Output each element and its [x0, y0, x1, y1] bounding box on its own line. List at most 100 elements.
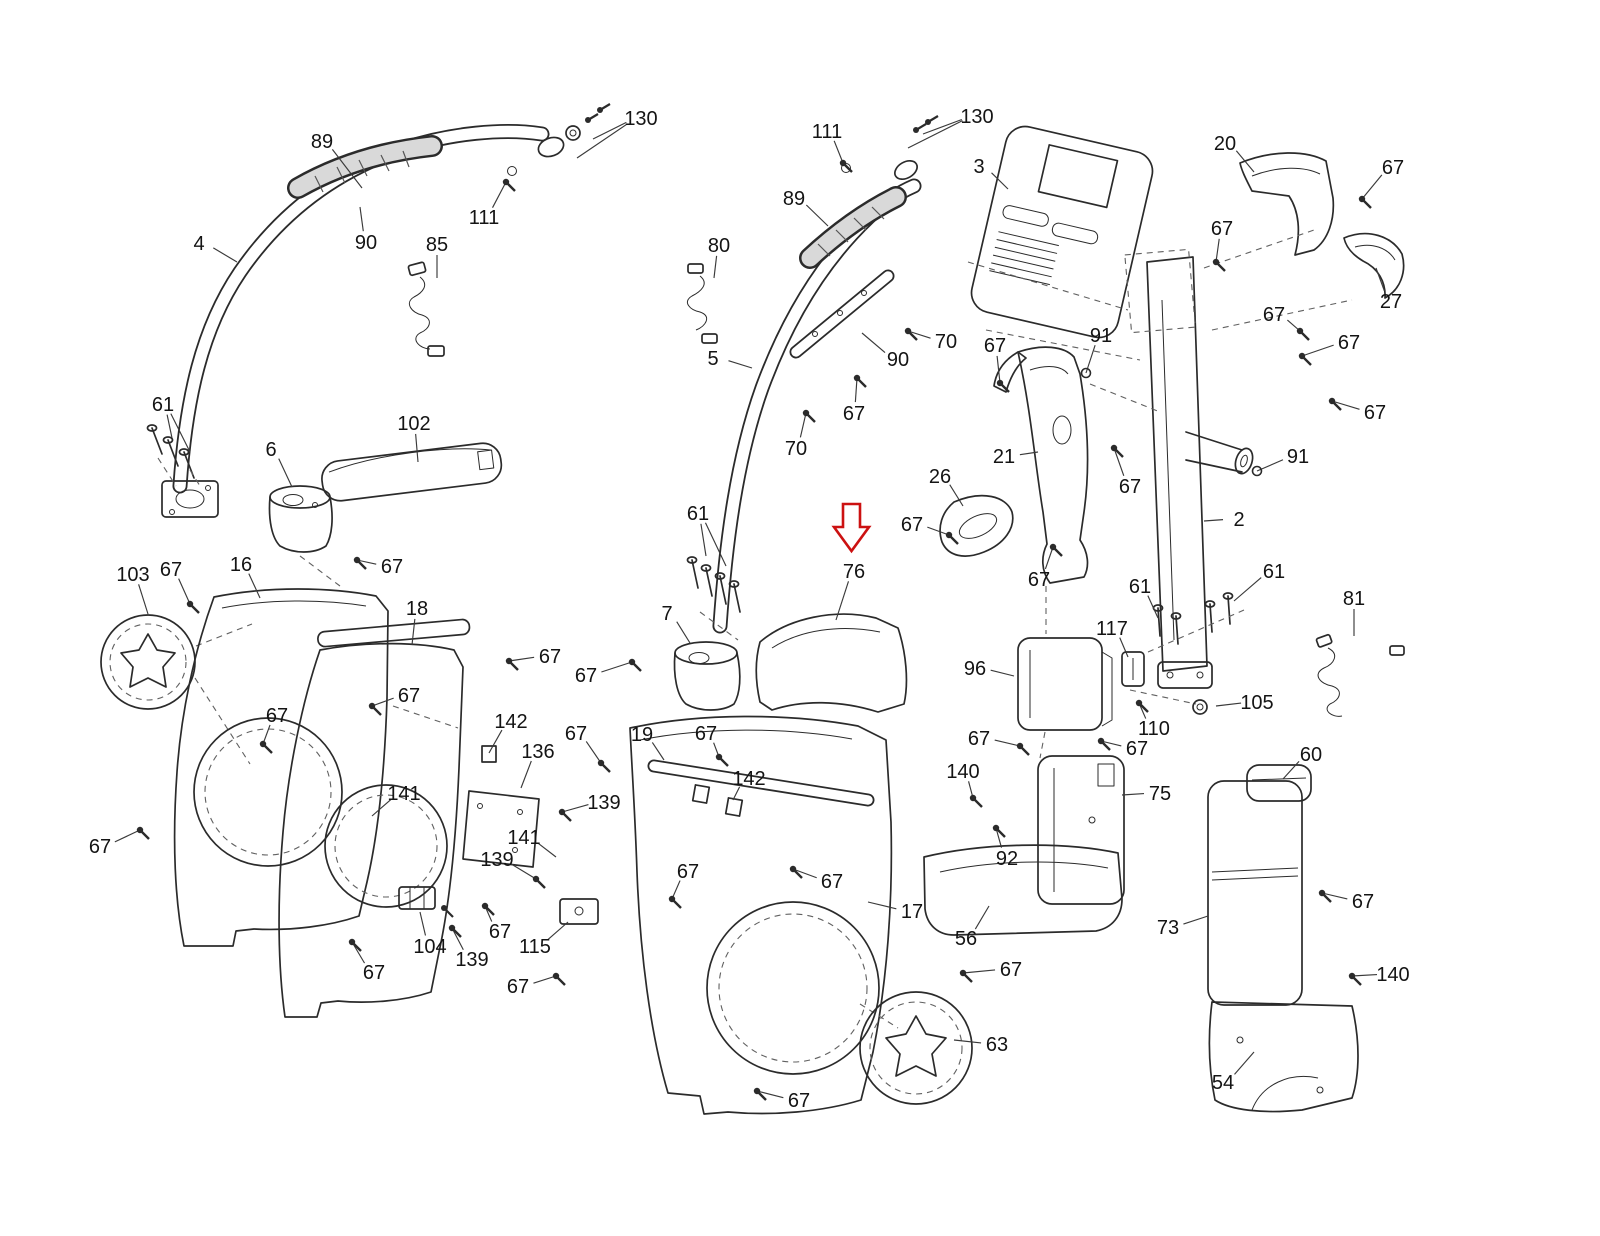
leader-line — [356, 559, 377, 565]
cap-6 — [268, 485, 333, 553]
leader-line — [138, 584, 149, 615]
wire-81 — [1315, 633, 1405, 717]
part-label-139: 139 — [587, 792, 620, 814]
leader-line — [248, 573, 261, 599]
part-label-67: 67 — [968, 728, 990, 750]
cap-60 — [1246, 764, 1312, 802]
screw-icon — [532, 875, 546, 889]
part-label-67: 67 — [1352, 891, 1374, 913]
screw-icon — [502, 178, 516, 192]
part-label-56: 56 — [955, 928, 977, 950]
part-label-67: 67 — [1000, 959, 1022, 981]
part-label-3: 3 — [973, 156, 984, 178]
leader-line — [1121, 793, 1145, 796]
bolt-icon — [686, 556, 741, 613]
part-label-105: 105 — [1240, 692, 1273, 714]
screw-icon — [853, 374, 867, 388]
part-label-67: 67 — [565, 723, 587, 745]
screw-icon — [136, 826, 150, 840]
part-label-81: 81 — [1343, 588, 1365, 610]
part-label-130: 130 — [960, 106, 993, 128]
part-label-2: 2 — [1233, 509, 1244, 531]
screw-icon — [368, 702, 382, 716]
leader-line — [170, 413, 191, 453]
part-label-111: 111 — [469, 207, 499, 229]
leader-line — [278, 458, 293, 488]
leader-line — [1234, 1051, 1255, 1075]
leader-line — [371, 798, 392, 817]
screw-icon — [904, 327, 918, 341]
shield-panel-16 — [173, 588, 389, 947]
part-label-5: 5 — [707, 348, 718, 370]
bracket-20 — [1239, 152, 1335, 256]
part-label-89: 89 — [783, 188, 805, 210]
screw-icon — [959, 969, 973, 983]
part-label-102: 102 — [397, 413, 430, 435]
leader-line — [262, 724, 271, 745]
part-label-91: 91 — [1287, 446, 1309, 468]
screw-icon — [558, 808, 572, 822]
leader-line — [359, 206, 364, 232]
part-label-16: 16 — [230, 554, 252, 576]
leader-line — [411, 618, 416, 646]
leader-line — [651, 742, 665, 761]
leader-line — [833, 140, 844, 164]
leader-line — [492, 181, 507, 208]
leader-line — [451, 927, 464, 951]
screw-icon — [1097, 737, 1111, 751]
part-label-7: 7 — [661, 603, 672, 625]
part-label-61: 61 — [1129, 576, 1151, 598]
leader-line — [1321, 892, 1348, 900]
leader-line — [991, 172, 1009, 190]
part-label-67: 67 — [901, 514, 923, 536]
cap-7 — [673, 641, 741, 711]
leader-line — [1215, 238, 1220, 263]
screw-icon — [628, 658, 642, 672]
part-label-4: 4 — [193, 233, 204, 255]
part-label-141: 141 — [387, 783, 420, 805]
left-handlebar-assembly — [146, 103, 611, 518]
screw-icon — [753, 1087, 767, 1101]
part-label-140: 140 — [1376, 964, 1409, 986]
leader-line — [561, 803, 589, 813]
part-label-67: 67 — [89, 836, 111, 858]
leader-line — [867, 901, 897, 910]
leader-line — [995, 827, 1003, 848]
pedal-bracket-21 — [993, 346, 1089, 584]
leader-line — [676, 621, 691, 644]
leader-line — [922, 118, 963, 135]
screw-icon — [1212, 258, 1226, 272]
part-label-67: 67 — [363, 962, 385, 984]
screw-icon — [259, 740, 273, 754]
screw-icon — [802, 409, 816, 423]
shield-panel-17 — [629, 715, 899, 1115]
part-label-67: 67 — [398, 685, 420, 707]
part-label-96: 96 — [964, 658, 986, 680]
leader-line — [728, 360, 753, 369]
screw-icon — [597, 759, 611, 773]
leader-line — [1361, 174, 1383, 200]
part-label-136: 136 — [521, 741, 554, 763]
part-label-70: 70 — [785, 438, 807, 460]
leader-line — [488, 729, 503, 754]
part-label-67: 67 — [1338, 332, 1360, 354]
leader-line — [547, 921, 569, 940]
bracket-115 — [559, 898, 599, 925]
leader-line — [1233, 577, 1262, 602]
shield-top-cover-76 — [755, 613, 908, 713]
bolt-icon — [1152, 592, 1234, 645]
part-label-139: 139 — [455, 949, 488, 971]
leader-line — [510, 863, 537, 880]
part-label-67: 67 — [984, 335, 1006, 357]
part-label-27: 27 — [1380, 291, 1402, 313]
part-label-18: 18 — [406, 598, 428, 620]
leader-line — [576, 123, 628, 159]
leader-line — [1044, 546, 1054, 570]
part-label-17: 17 — [901, 901, 923, 923]
screw-icon — [913, 115, 939, 133]
leader-line — [927, 526, 950, 536]
screw-icon — [1348, 972, 1362, 986]
